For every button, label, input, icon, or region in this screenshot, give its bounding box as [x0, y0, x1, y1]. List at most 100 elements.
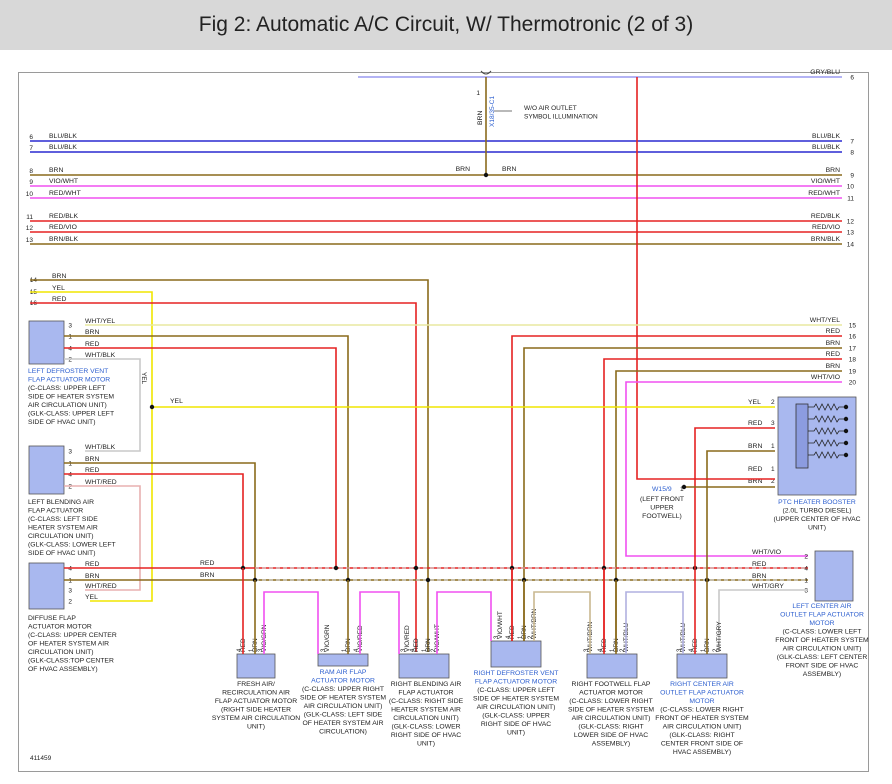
ptc-wire-label: BRN	[748, 478, 762, 485]
left-center-outlet-wire: BRN	[752, 573, 766, 580]
left-center-outlet-desc: FRONT OF HEATER SYSTEM	[775, 637, 869, 644]
left-defroster-pin: 3	[68, 323, 72, 330]
bottom-actuator-pin: 1	[342, 648, 348, 652]
left-defroster-wire: BRN	[85, 329, 99, 336]
bottom-actuator-title: RECIRCULATION AIR	[222, 690, 290, 697]
bottom-actuator-desc: (GLK-CLASS: LEFT SIDE	[304, 712, 383, 719]
bottom-actuator-desc: CIRCULATION UNIT)	[393, 715, 459, 722]
bus-left-label: BRN	[49, 167, 63, 174]
left-blending-pin: 3	[68, 449, 72, 456]
bottom-actuator-title: FLAP ACTUATOR	[398, 690, 453, 697]
bottom-actuator-desc: (RIGHT SIDE HEATER	[221, 707, 291, 714]
bottom-actuator-desc: (GLK-CLASS: LOWER	[391, 724, 460, 731]
left-center-outlet-title: LEFT CENTER AIR	[792, 603, 851, 610]
bottom-actuator-title: ACTUATOR MOTOR	[311, 678, 375, 685]
bottom-actuator-pin: 4	[354, 648, 360, 652]
bottom-actuator-title: FRESH AIR/	[237, 681, 275, 688]
right-number: 20	[849, 380, 857, 387]
diffuse-wire: RED	[85, 561, 99, 568]
input-label: RED	[52, 296, 66, 303]
bottom-actuator-pin: 1	[610, 648, 616, 652]
bottom-actuator	[317, 653, 369, 667]
left-blending-wire: WHT/RED	[85, 479, 117, 486]
right-label: RED	[826, 328, 840, 335]
left-blending-desc: CIRCULATION UNIT)	[28, 533, 94, 540]
left-defroster-desc: (C-CLASS: UPPER LEFT	[28, 385, 105, 392]
bottom-actuator-pin: 3	[321, 648, 327, 652]
bus-left-number: 11	[26, 214, 33, 221]
ldf-brn	[64, 335, 349, 580]
bottom-actuator-wire: BRN	[425, 638, 432, 652]
splice-pin: 1	[476, 90, 480, 97]
left-center-outlet-actuator	[814, 550, 854, 602]
left-defroster-desc: SIDE OF HEATER SYSTEM	[28, 394, 114, 401]
bus-right-number: 10	[847, 184, 855, 191]
bottom-actuator	[676, 653, 728, 679]
ptc-wire-label: BRN	[748, 443, 762, 450]
left-defroster-title: LEFT DEFROSTER VENT	[28, 368, 108, 375]
right-number: 17	[849, 346, 857, 353]
bottom-actuator-wire: VIO/RED	[404, 625, 411, 652]
bus-left-number: 9	[29, 179, 33, 186]
bottom-actuator-title: FLAP ACTUATOR MOTOR	[215, 698, 297, 705]
left-center-outlet-desc: AIR CIRCULATION UNIT)	[783, 646, 862, 653]
left-defroster-desc: AIR CIRCULATION UNIT)	[28, 402, 107, 409]
left-center-outlet-pin: 1	[804, 578, 808, 585]
bottom-actuator-desc: AIR CIRCULATION UNIT)	[663, 724, 742, 731]
ptc-desc: (UPPER CENTER OF HVAC	[773, 516, 860, 523]
right-label: BRN	[826, 340, 840, 347]
lb-brn	[64, 462, 256, 580]
vio-grn-link	[263, 591, 319, 654]
bus-right-number: 9	[850, 173, 854, 180]
bottom-actuator-desc: HVAC ASSEMBLY)	[673, 749, 731, 756]
figure-header: Fig 2: Automatic A/C Circuit, W/ Thermot…	[0, 0, 892, 50]
ptc-wire-label: RED	[748, 466, 762, 473]
bottom-actuator-desc: CIRCULATION)	[319, 729, 367, 736]
bottom-actuator-desc: SIDE OF HEATER SYSTEM	[568, 707, 654, 714]
ptc-resistor	[808, 451, 847, 459]
bus-left-number: 8	[29, 168, 33, 175]
figure-title: Fig 2: Automatic A/C Circuit, W/ Thermot…	[198, 13, 694, 36]
splice-brn-right: BRN	[502, 166, 516, 173]
bottom-actuator-pin: 4	[689, 648, 695, 652]
bottom-actuator-pin: 2	[713, 648, 719, 652]
bus-left-number: 7	[29, 145, 33, 152]
left-center-outlet-pin: 4	[804, 566, 808, 573]
left-blending-wire: WHT/BLK	[85, 444, 116, 451]
bottom-actuator-desc: OF HEATER SYSTEM AIR	[302, 720, 383, 727]
left-blending-desc: HEATER SYSTEM AIR	[28, 525, 98, 532]
right-number: 16	[849, 334, 857, 341]
input-label: YEL	[52, 285, 65, 292]
ptc-pin: 2	[771, 399, 775, 406]
bus-right-label: RED/WHT	[808, 190, 840, 197]
bus-left-label: RED/VIO	[49, 224, 77, 231]
bottom-actuator-title: RIGHT BLENDING AIR	[391, 681, 462, 688]
bus-left-number: 13	[26, 237, 34, 244]
left-blending-desc: (C-CLASS: LEFT SIDE	[28, 516, 98, 523]
ptc-desc: UNIT)	[808, 525, 826, 532]
wht-blu-link	[625, 591, 684, 654]
diffuse-actuator	[28, 562, 65, 610]
bus-right-number: 8	[850, 150, 854, 157]
bus-right-number: 6	[850, 75, 854, 82]
bottom-actuator-desc: AIR CIRCULATION UNIT)	[477, 704, 556, 711]
wht-brn-link	[533, 591, 591, 654]
red-bus-splice	[333, 565, 339, 571]
bus-right-label: BLU/BLK	[812, 144, 840, 151]
bus-right-label: RED/BLK	[811, 213, 841, 220]
yel-mid-label: YEL	[170, 398, 183, 405]
bottom-actuator-pin: 3	[494, 635, 500, 639]
left-defroster-wire: WHT/YEL	[85, 318, 115, 325]
right-label: RED	[826, 351, 840, 358]
lco-wht-gry	[718, 589, 808, 652]
bottom-actuator-desc: SIDE OF HEATER SYSTEM	[473, 696, 559, 703]
bus-brn-label: BRN	[200, 572, 214, 579]
ptc-desc: (2.0L TURBO DIESEL)	[782, 508, 851, 515]
ptc-brn	[706, 450, 775, 580]
bottom-actuator	[586, 653, 638, 679]
left-center-outlet-title: OUTLET FLAP ACTUATOR	[780, 612, 864, 619]
bottom-actuator-title: FLAP ACTUATOR MOTOR	[475, 679, 557, 686]
splice-brn-left: BRN	[456, 166, 470, 173]
ptc-resistor-node	[843, 440, 849, 446]
left-defroster-actuator	[28, 320, 65, 365]
